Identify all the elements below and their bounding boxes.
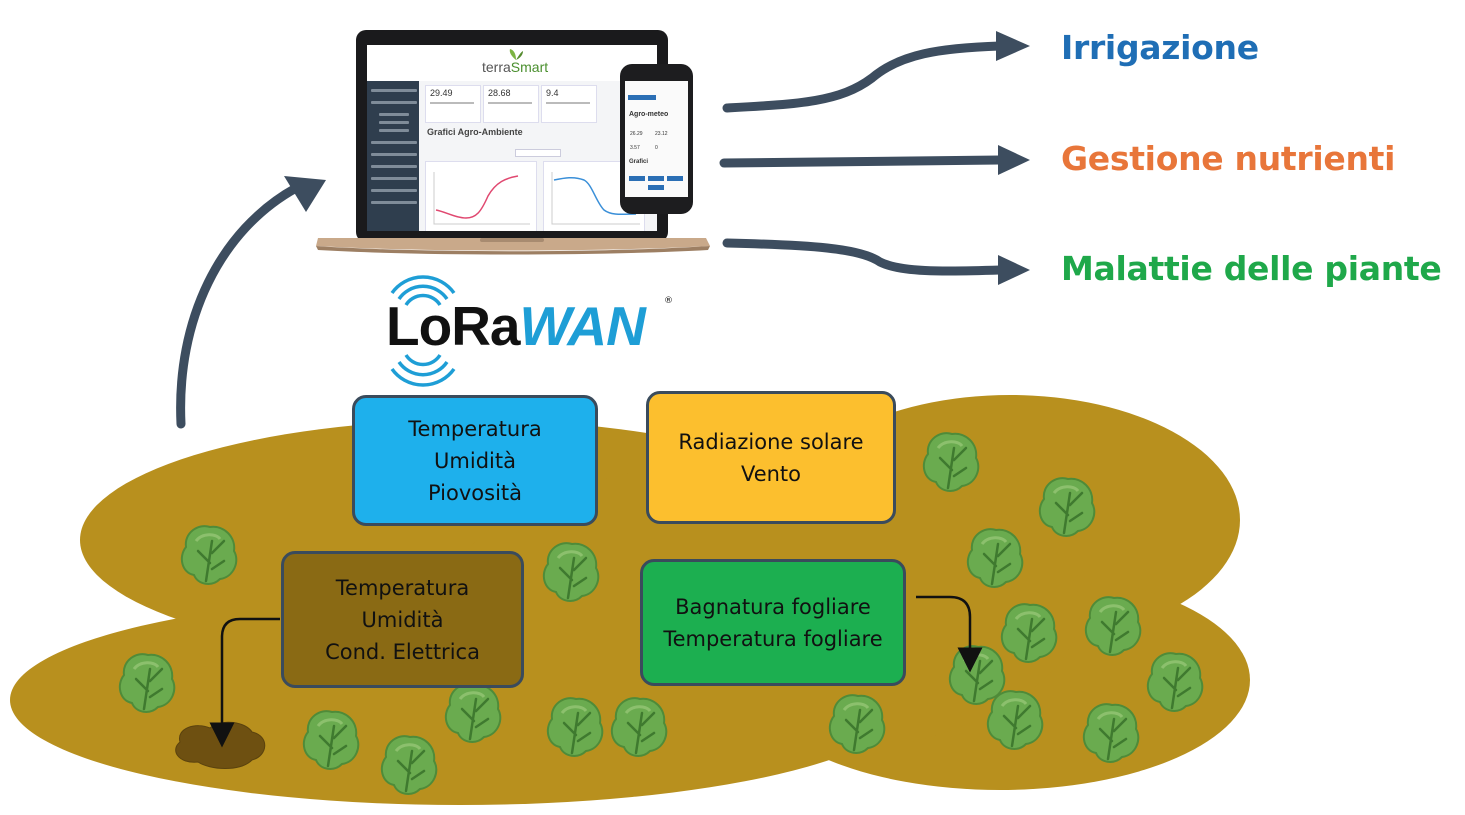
kpi-card: 28.68	[483, 85, 539, 123]
sensor-label: Piovosità	[427, 480, 523, 505]
brand-suffix: Smart	[510, 59, 549, 75]
phone-button[interactable]	[667, 176, 683, 181]
sidebar-item[interactable]	[371, 141, 417, 144]
sensor-label: Vento	[740, 461, 802, 486]
phone-section-title: Grafici	[629, 159, 649, 165]
lora-signal-icon	[390, 275, 456, 387]
leaf-logo-icon	[509, 49, 523, 60]
dashboard-brand: terraSmart	[482, 59, 548, 75]
sidebar-item[interactable]	[371, 189, 417, 192]
kpi-label	[488, 102, 532, 104]
output-nutrients: Gestione nutrienti	[1061, 139, 1396, 178]
dashboard-screen: terraSmart 29.49 28.68 9.4 Grafici Agro-…	[367, 45, 657, 231]
temperature-mini-chart	[433, 172, 530, 225]
sensor-label: Umidità	[361, 607, 444, 632]
sensor-box-soil: Temperatura Umidità Cond. Elettrica	[281, 551, 524, 688]
phone-value: 0	[655, 145, 658, 151]
logo-wan: WAN	[519, 295, 646, 357]
sidebar-item[interactable]	[379, 113, 409, 116]
kpi-value: 9.4	[546, 88, 559, 98]
sensor-label: Radiazione solare	[678, 429, 864, 454]
logo-lora: LoRa	[386, 295, 520, 357]
sensor-label: Temperatura fogliare	[663, 626, 883, 651]
soil-sensor-arrow	[209, 617, 280, 748]
chart-type-select[interactable]	[515, 149, 561, 157]
registered-mark: ®	[664, 296, 673, 306]
output-irrigation: Irrigazione	[1061, 28, 1259, 67]
sensor-box-sun: Radiazione solare Vento	[646, 391, 896, 524]
phone-title: Agro-meteo	[629, 111, 669, 118]
sensor-box-leaf: Bagnatura fogliare Temperatura fogliare	[640, 559, 906, 686]
smartphone: Agro-meteo 26.29 23.12 3.57 0 Grafici	[620, 64, 693, 214]
kpi-card: 9.4	[541, 85, 597, 123]
phone-button[interactable]	[629, 176, 645, 181]
sidebar-item[interactable]	[371, 101, 417, 104]
sensor-label: Temperatura	[408, 416, 542, 441]
kpi-value: 29.49	[430, 88, 453, 98]
phone-button[interactable]	[648, 185, 664, 190]
lorawan-logo: LoRaWAN	[386, 295, 646, 357]
sidebar-item[interactable]	[371, 89, 417, 92]
sensor-box-air: Temperatura Umidità Piovosità	[352, 395, 598, 526]
phone-button[interactable]	[648, 176, 664, 181]
arrow-irrigation	[722, 41, 1005, 113]
kpi-value: 28.68	[488, 88, 511, 98]
sidebar-item[interactable]	[379, 121, 409, 124]
leaf-sensor-arrow	[916, 595, 983, 673]
sensor-label: Cond. Elettrica	[325, 639, 480, 664]
phone-value: 3.57	[630, 145, 640, 151]
sidebar-item[interactable]	[371, 177, 417, 180]
kpi-card: 29.49	[425, 85, 481, 123]
phone-value: 26.29	[630, 131, 643, 137]
sidebar-item[interactable]	[371, 165, 417, 168]
kpi-label	[430, 102, 474, 104]
sidebar-item[interactable]	[371, 201, 417, 204]
phone-tab[interactable]	[628, 95, 656, 100]
dashboard-header: terraSmart	[367, 45, 657, 81]
sensor-label: Umidità	[434, 448, 516, 473]
brand-prefix: terra	[482, 59, 511, 75]
arrow-nutrients	[719, 155, 1005, 168]
phone-screen: Agro-meteo 26.29 23.12 3.57 0 Grafici	[625, 81, 688, 197]
chart-panel-temperature	[425, 161, 537, 231]
sensor-label: Bagnatura fogliare	[675, 594, 871, 619]
sidebar-item[interactable]	[371, 153, 417, 156]
phone-value: 23.12	[655, 131, 668, 137]
sidebar-item[interactable]	[379, 129, 409, 132]
arrow-diseases	[722, 238, 1005, 276]
kpi-label	[546, 102, 590, 104]
output-diseases: Malattie delle piante	[1061, 249, 1442, 288]
dashboard-sidebar	[367, 81, 419, 231]
dashboard-title: Grafici Agro-Ambiente	[427, 127, 523, 137]
humidity-mini-chart	[551, 172, 640, 225]
sensor-label: Temperatura	[335, 575, 470, 600]
uplink-arrow	[176, 183, 301, 429]
